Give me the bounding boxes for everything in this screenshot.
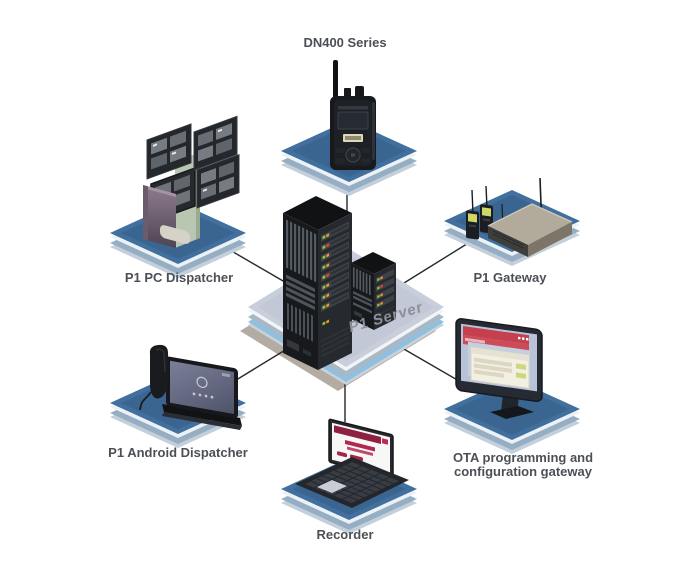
- node-dn400: [281, 60, 417, 196]
- desktop-monitor-icon: [455, 318, 543, 419]
- label-gateway: P1 Gateway: [473, 270, 547, 285]
- label-pc-dispatcher: P1 PC Dispatcher: [124, 270, 234, 285]
- node-gateway: [444, 177, 580, 266]
- server-rack-small-icon: [351, 252, 396, 330]
- desk-phone-icon: [139, 344, 242, 430]
- node-android-dispatcher: [110, 344, 246, 448]
- label-dn400: DN400 Series: [303, 35, 387, 50]
- label-android-dispatcher: P1 Android Dispatcher: [108, 445, 248, 460]
- node-ota-gateway: [444, 318, 580, 454]
- label-recorder: Recorder: [316, 527, 374, 542]
- node-recorder: [281, 418, 417, 534]
- handheld-radio-small: [466, 210, 479, 240]
- router-icon: [466, 177, 573, 257]
- server-rack-icon: [283, 196, 352, 370]
- label-ota-gateway: OTA programming and configuration gatewa…: [452, 450, 594, 479]
- multi-monitor-icon: [143, 115, 240, 248]
- node-pc-dispatcher: [110, 115, 246, 278]
- laptop-icon: [295, 418, 409, 508]
- line-server-gateway: [403, 241, 471, 284]
- node-server: [248, 196, 444, 385]
- portable-radio-icon: [330, 60, 376, 170]
